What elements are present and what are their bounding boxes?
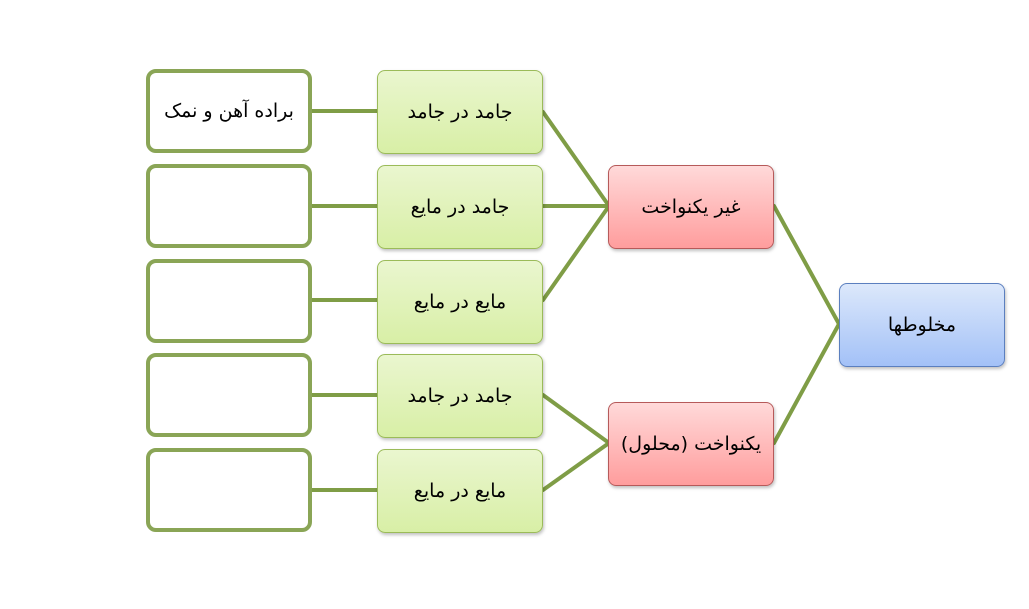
connector-cat1-type1: [541, 110, 611, 208]
example-label: براده آهن و نمک: [164, 100, 294, 122]
example-box-2-empty[interactable]: [146, 164, 312, 248]
type-label: غیر یکنواخت: [641, 196, 741, 218]
type-label: یکنواخت (محلول): [620, 433, 762, 455]
category-node-solid-in-solid: جامد در جامد: [377, 70, 543, 154]
example-box-3-empty[interactable]: [146, 259, 312, 343]
category-label: جامد در جامد: [407, 385, 513, 407]
category-label: مایع در مایع: [413, 480, 507, 502]
category-node-liquid-in-liquid: مایع در مایع: [377, 260, 543, 344]
example-box-5-empty[interactable]: [146, 448, 312, 532]
connector-type2-root: [772, 322, 841, 445]
type-node-heterogeneous: غیر یکنواخت: [608, 165, 774, 249]
connector-type1-root: [772, 204, 841, 326]
connector-cat5-type2: [541, 441, 611, 492]
category-label: جامد در مایع: [410, 196, 510, 218]
type-node-homogeneous: یکنواخت (محلول): [608, 402, 774, 486]
root-node-mixtures: مخلوطها: [839, 283, 1005, 367]
category-node-solid-in-liquid: جامد در مایع: [377, 165, 543, 249]
example-box-4-empty[interactable]: [146, 353, 312, 437]
root-label: مخلوطها: [887, 314, 957, 336]
connector-cat4-type2: [541, 393, 611, 445]
category-node-solid-in-solid-homogeneous: جامد در جامد: [377, 354, 543, 438]
category-label: مایع در مایع: [413, 291, 507, 313]
category-node-liquid-in-liquid-homogeneous: مایع در مایع: [377, 449, 543, 533]
category-label: جامد در جامد: [407, 101, 513, 123]
connector-cat3-type1: [541, 204, 611, 302]
example-box-1: براده آهن و نمک: [146, 69, 312, 153]
